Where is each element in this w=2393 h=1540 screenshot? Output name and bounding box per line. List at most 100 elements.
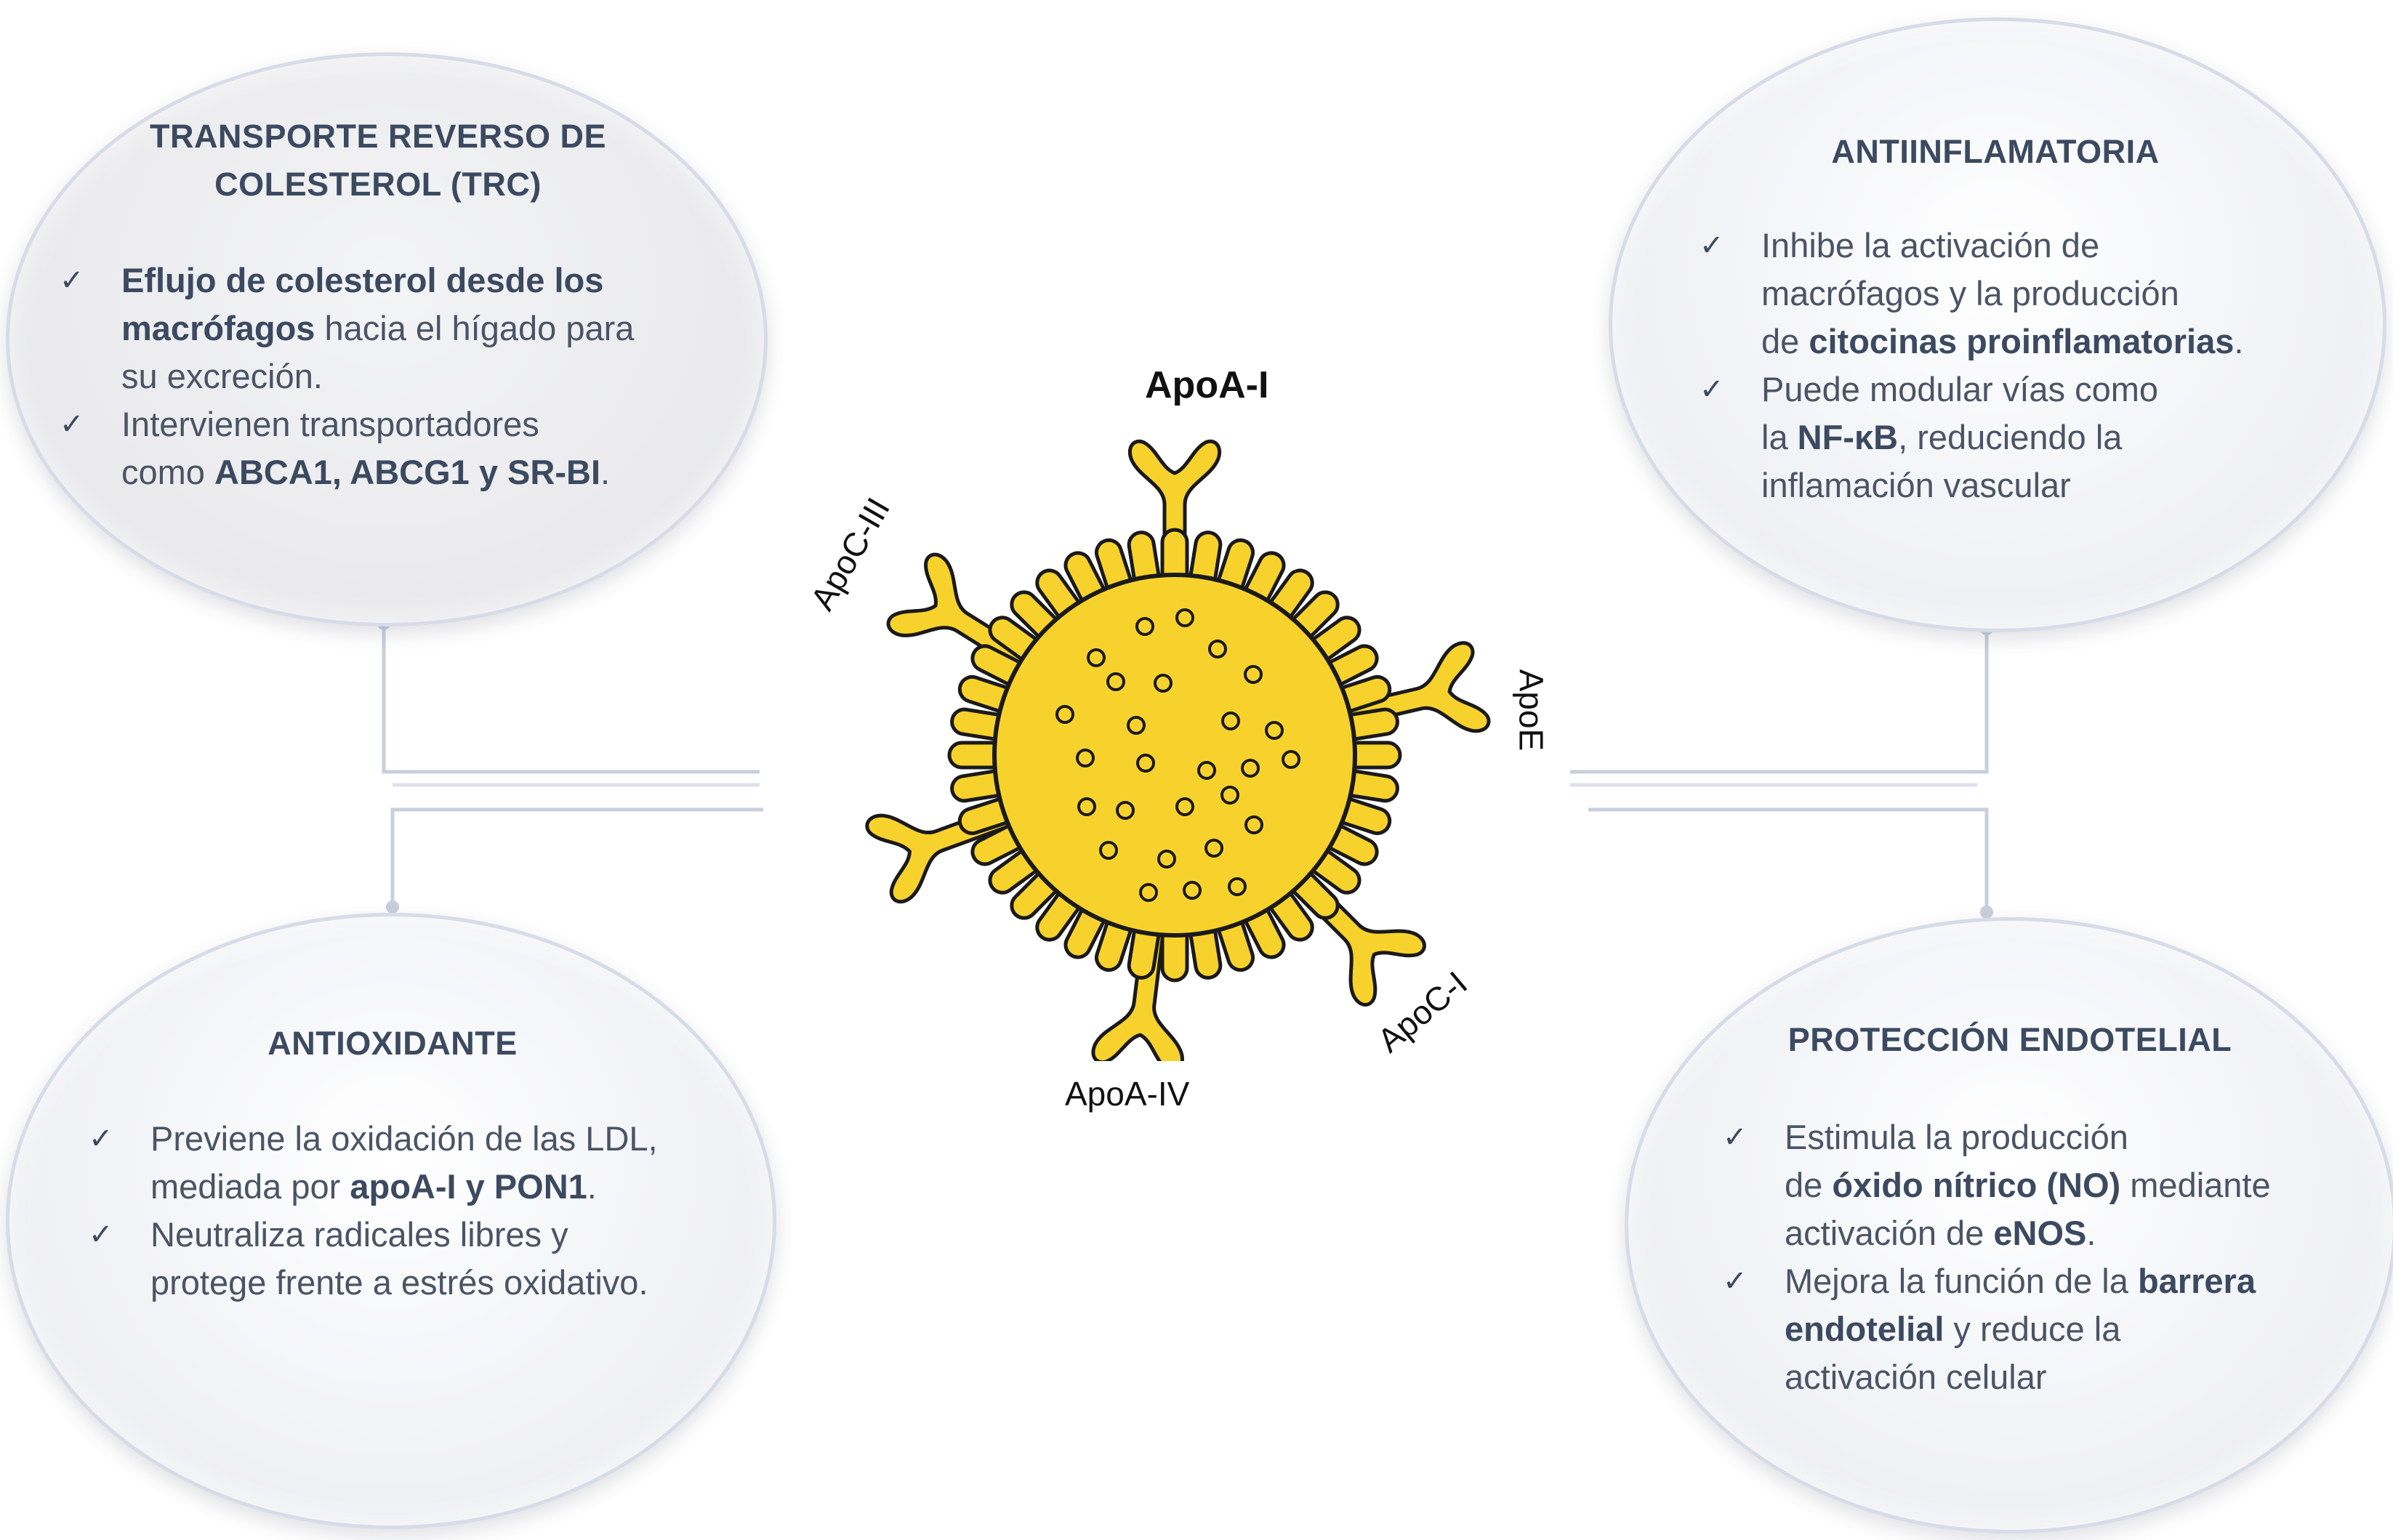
connector-antiinflam xyxy=(1570,629,1989,774)
list-item: ✓ Mejora la función de la barrera endoteli… xyxy=(1723,1257,2377,1401)
check-icon: ✓ xyxy=(60,408,84,440)
list-item-line: de citocinas proinflamatorias. xyxy=(1761,318,2354,366)
connector-trc xyxy=(382,624,760,774)
text: Inhibe la activación de xyxy=(1761,226,2100,265)
hdl-particle-illustration xyxy=(865,439,1491,1061)
apoe-protein xyxy=(1333,641,1491,733)
lipid-dot xyxy=(1197,761,1216,780)
emphasized-text: eNOS xyxy=(1993,1214,2087,1252)
list-item: ✓ Intervienen transportadores como ABCA1, … xyxy=(60,400,714,496)
text: Estimula la producción xyxy=(1785,1118,2128,1156)
title-line: PROTECCIÓN ENDOTELIAL xyxy=(1787,1021,2232,1058)
text: . xyxy=(587,1167,597,1206)
apo-arm xyxy=(1091,918,1184,1061)
text: Mejora la función de la xyxy=(1785,1262,2138,1300)
lipid-dot xyxy=(1228,877,1247,896)
list-item-line: activación de eNOS. xyxy=(1785,1209,2377,1257)
text: mediante xyxy=(2120,1166,2271,1204)
text: activación de xyxy=(1785,1214,1994,1252)
label-apoa4: ApoA-IV xyxy=(1065,1075,1190,1113)
text: inflamación vascular xyxy=(1761,466,2071,504)
connector-endot xyxy=(1588,807,1989,912)
lipid-dot xyxy=(1077,797,1096,816)
panel-list-endot: ✓ Estimula la producción de óxido nítrico … xyxy=(1723,1113,2377,1401)
lipid-dot xyxy=(1136,754,1155,773)
apo-arm xyxy=(1333,641,1491,733)
list-item-line: de óxido nítrico (NO) mediante xyxy=(1785,1161,2377,1209)
list-item-line: macrófagos hacia el hígado para xyxy=(121,305,714,352)
text: Previene la oxidación de las LDL, xyxy=(150,1119,658,1158)
lipid-dot xyxy=(1175,797,1194,816)
panel-list-antiox: ✓ Previene la oxidación de las LDL, mediad… xyxy=(89,1115,765,1307)
panel-title-antiinflam: ANTIINFLAMATORIA xyxy=(1705,128,2286,176)
emphasized-text: ABCA1, ABCG1 y SR-BI xyxy=(214,453,600,491)
emphasized-text: barrera xyxy=(2137,1262,2256,1300)
list-item-line: Neutraliza radicales libres y xyxy=(150,1211,765,1259)
lipid-dot xyxy=(1244,815,1263,834)
list-item-line: como ABCA1, ABCG1 y SR-BI. xyxy=(121,448,714,496)
lipid-dot xyxy=(1076,749,1095,767)
lipid-dot xyxy=(1244,665,1263,684)
list-item-line: endotelial y reduce la xyxy=(1785,1305,2377,1353)
check-icon: ✓ xyxy=(89,1123,113,1155)
list-item-line: Puede modular vías como xyxy=(1761,366,2354,414)
panel-bubble-endot xyxy=(1625,917,2393,1533)
text: la xyxy=(1761,418,1798,456)
list-item-line: mediada por apoA-I y PON1. xyxy=(150,1163,765,1211)
text: Puede modular vías como xyxy=(1761,370,2159,408)
lipid-dot xyxy=(1116,801,1135,820)
title-line: COLESTEROL (TRC) xyxy=(214,166,542,203)
title-line: TRANSPORTE REVERSO DE xyxy=(149,118,607,155)
check-icon: ✓ xyxy=(60,265,84,297)
list-item-line: Previene la oxidación de las LDL, xyxy=(150,1115,765,1163)
list-item-line: activación celular xyxy=(1785,1353,2377,1401)
text: , reduciendo la xyxy=(1898,418,2123,456)
lipid-dot xyxy=(1221,711,1240,730)
check-icon: ✓ xyxy=(1723,1265,1748,1297)
list-item-line: macrófagos y la producción xyxy=(1761,270,2354,318)
core-lipid-dots xyxy=(1055,608,1300,902)
text: protege frente a estrés oxidativo. xyxy=(150,1263,648,1302)
lipid-dot xyxy=(1183,881,1202,900)
lipid-dot xyxy=(1157,850,1176,868)
lipid-dot xyxy=(1282,750,1300,769)
emphasized-text: óxido nítrico (NO) xyxy=(1832,1166,2121,1204)
lipid-dot xyxy=(1135,617,1154,636)
text: como xyxy=(121,453,214,491)
text: Neutraliza radicales libres y xyxy=(150,1215,568,1254)
connector-node xyxy=(1980,906,1993,919)
lipid-dot xyxy=(1220,786,1239,805)
lipid-dot xyxy=(1055,705,1074,724)
text: de xyxy=(1785,1166,1833,1204)
lipid-dot xyxy=(1175,608,1194,627)
lipid-dot xyxy=(1154,674,1173,693)
particle-core xyxy=(992,573,1357,938)
list-item-line: inflamación vascular xyxy=(1761,461,2354,509)
check-icon: ✓ xyxy=(1700,230,1724,262)
apoa4-protein xyxy=(1091,918,1184,1061)
lipid-dot xyxy=(1127,716,1146,735)
emphasized-text: macrófagos xyxy=(121,309,315,347)
text: . xyxy=(2234,322,2244,360)
panel-bubble-trc xyxy=(6,52,768,626)
text: . xyxy=(2086,1214,2096,1252)
lipid-dot xyxy=(1208,640,1227,658)
emphasized-text: Eflujo de colesterol desde los xyxy=(121,261,604,299)
panel-title-antiox: ANTIOXIDANTE xyxy=(102,1020,683,1068)
label-apoa1: ApoA-I xyxy=(1145,364,1269,406)
text: hacia el hígado para xyxy=(315,309,635,347)
list-item: ✓ Eflujo de colesterol desde los macrófago… xyxy=(60,257,714,400)
emphasized-text: endotelial xyxy=(1785,1310,1944,1348)
list-item-line: su excreción. xyxy=(121,352,714,400)
panel-bubble-antiinflam xyxy=(1609,17,2386,632)
check-icon: ✓ xyxy=(1700,374,1724,406)
text: de xyxy=(1761,322,1809,360)
text: Intervienen transportadores xyxy=(121,405,539,443)
list-item-line: Intervienen transportadores xyxy=(121,400,714,448)
lipid-dot xyxy=(1106,672,1125,691)
connector-antiox xyxy=(390,807,763,907)
apo-arm xyxy=(1128,439,1221,590)
